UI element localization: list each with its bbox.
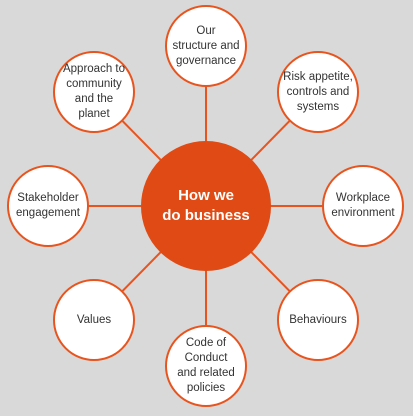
node-structure-governance-label: Our structure and governance [172,24,240,67]
node-values-label: Values [76,313,112,326]
node-stakeholder-engagement-label: Stakeholder engagement [16,192,80,219]
node-workplace-environment-label: Workplace environment [331,192,395,219]
node-code-of-conduct: Code of Conduct and related policies [165,325,247,407]
node-community-planet-label: Approach to community and the planet [62,63,125,120]
node-values: Values [53,279,135,361]
node-community-planet: Approach to community and the planet [53,51,135,133]
node-structure-governance: Our structure and governance [165,5,247,87]
node-stakeholder-engagement: Stakeholder engagement [7,165,89,247]
hub-label: How we do business [162,187,250,224]
node-code-of-conduct-label: Code of Conduct and related policies [177,337,235,394]
node-risk-appetite: Risk appetite, controls and systems [277,51,359,133]
node-risk-appetite-label: Risk appetite, controls and systems [283,70,353,113]
node-behaviours-label: Behaviours [289,313,347,326]
hub-how-we-do-business: How we do business [141,141,271,271]
node-workplace-environment: Workplace environment [322,165,404,247]
node-behaviours: Behaviours [277,279,359,361]
